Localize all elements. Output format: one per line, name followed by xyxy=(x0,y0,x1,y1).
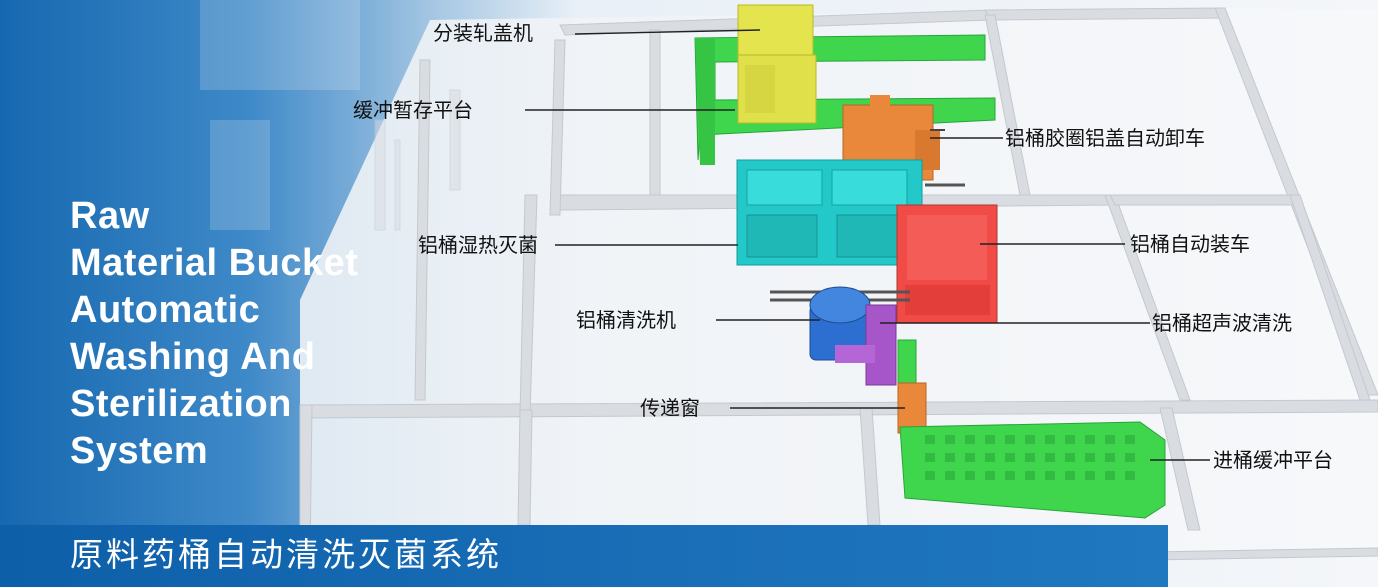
bucket-slot xyxy=(985,471,995,480)
ultrasonic-unit xyxy=(835,304,897,386)
bucket-slot xyxy=(1045,435,1055,444)
english-title: Raw Material Bucket Automatic Washing An… xyxy=(70,193,358,475)
title-line: Washing And xyxy=(70,336,316,378)
capping-machine xyxy=(737,4,817,124)
bucket-slot xyxy=(1125,471,1135,480)
chinese-title: 原料药桶自动清洗灭菌系统 xyxy=(70,535,502,574)
bucket-slot xyxy=(1105,453,1115,462)
label-capping: 分装轧盖机 xyxy=(433,21,533,45)
sterilizer-unit xyxy=(736,159,923,266)
inlet-buffer-platform xyxy=(899,421,1166,519)
label-loading: 铝桶自动装车 xyxy=(1130,232,1250,256)
bucket-slot xyxy=(1005,435,1015,444)
label-inlet-buffer: 进桶缓冲平台 xyxy=(1213,448,1333,472)
bucket-slot xyxy=(1085,435,1095,444)
title-line: Sterilization xyxy=(70,383,292,425)
green-conveyor-top xyxy=(694,34,996,165)
bucket-slot xyxy=(925,453,935,462)
label-unloading: 铝桶胶圈铝盖自动卸车 xyxy=(1005,126,1205,150)
bucket-slot xyxy=(1125,435,1135,444)
background-building xyxy=(200,0,360,230)
bucket-slot xyxy=(1065,453,1075,462)
bucket-slot xyxy=(1005,453,1015,462)
bucket-slot xyxy=(1065,471,1075,480)
bucket-slot xyxy=(1045,471,1055,480)
bucket-slot xyxy=(1085,471,1095,480)
bucket-slot xyxy=(985,435,995,444)
bucket-slot xyxy=(965,471,975,480)
bucket-slot xyxy=(1025,453,1035,462)
bucket-slot xyxy=(945,453,955,462)
bucket-slot xyxy=(945,471,955,480)
building-walls xyxy=(299,7,1378,569)
bucket-slot xyxy=(1085,453,1095,462)
bucket-slot xyxy=(965,435,975,444)
title-line: System xyxy=(70,430,209,472)
bucket-slot xyxy=(925,471,935,480)
label-ultrasonic: 铝桶超声波清洗 xyxy=(1152,311,1292,335)
bucket-slot xyxy=(1105,435,1115,444)
bucket-slot xyxy=(1005,471,1015,480)
label-sterilize: 铝桶湿热灭菌 xyxy=(418,233,538,257)
bucket-slot xyxy=(985,453,995,462)
bucket-slot xyxy=(1045,453,1055,462)
chinese-title-bar xyxy=(0,525,1168,587)
loading-unit xyxy=(896,204,998,324)
bucket-slot xyxy=(1125,453,1135,462)
title-line: Raw xyxy=(70,195,150,237)
floor-area xyxy=(300,8,1378,560)
bucket-slot xyxy=(1025,471,1035,480)
leader-lines xyxy=(525,29,1210,461)
bucket-slot xyxy=(925,435,935,444)
title-line: Material Bucket xyxy=(70,242,359,284)
bucket-slot xyxy=(1065,435,1075,444)
bucket-slot xyxy=(1025,435,1035,444)
title-line: Automatic xyxy=(70,289,261,331)
bucket-slot xyxy=(945,435,955,444)
label-washer: 铝桶清洗机 xyxy=(576,308,676,332)
bucket-slot xyxy=(965,453,975,462)
bucket-slot xyxy=(1105,471,1115,480)
label-pass-box: 传递窗 xyxy=(640,396,700,420)
label-buffer-storage: 缓冲暂存平台 xyxy=(353,98,473,122)
